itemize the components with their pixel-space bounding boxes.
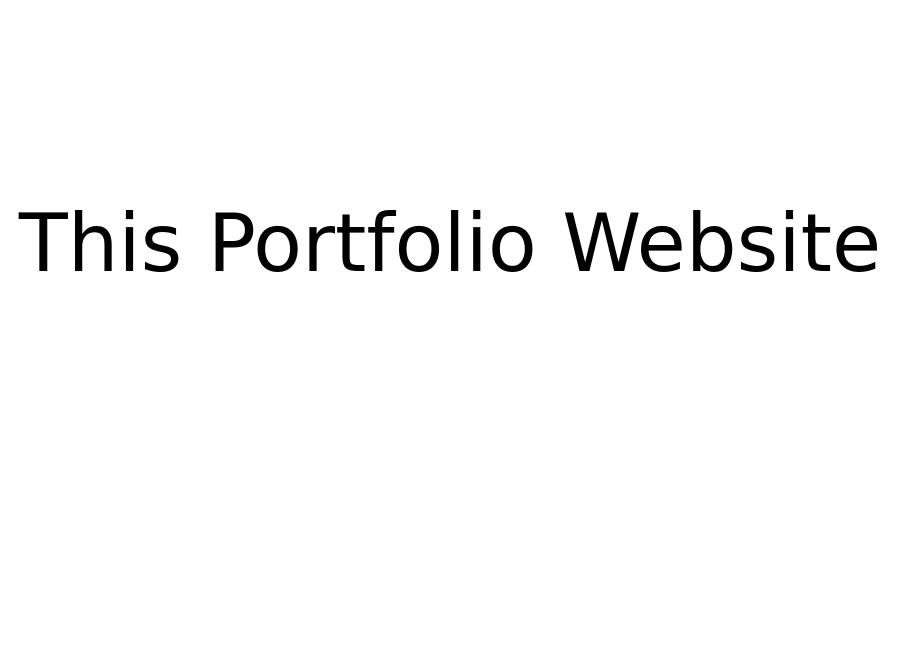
page-title: This Portfolio Website xyxy=(18,197,882,290)
